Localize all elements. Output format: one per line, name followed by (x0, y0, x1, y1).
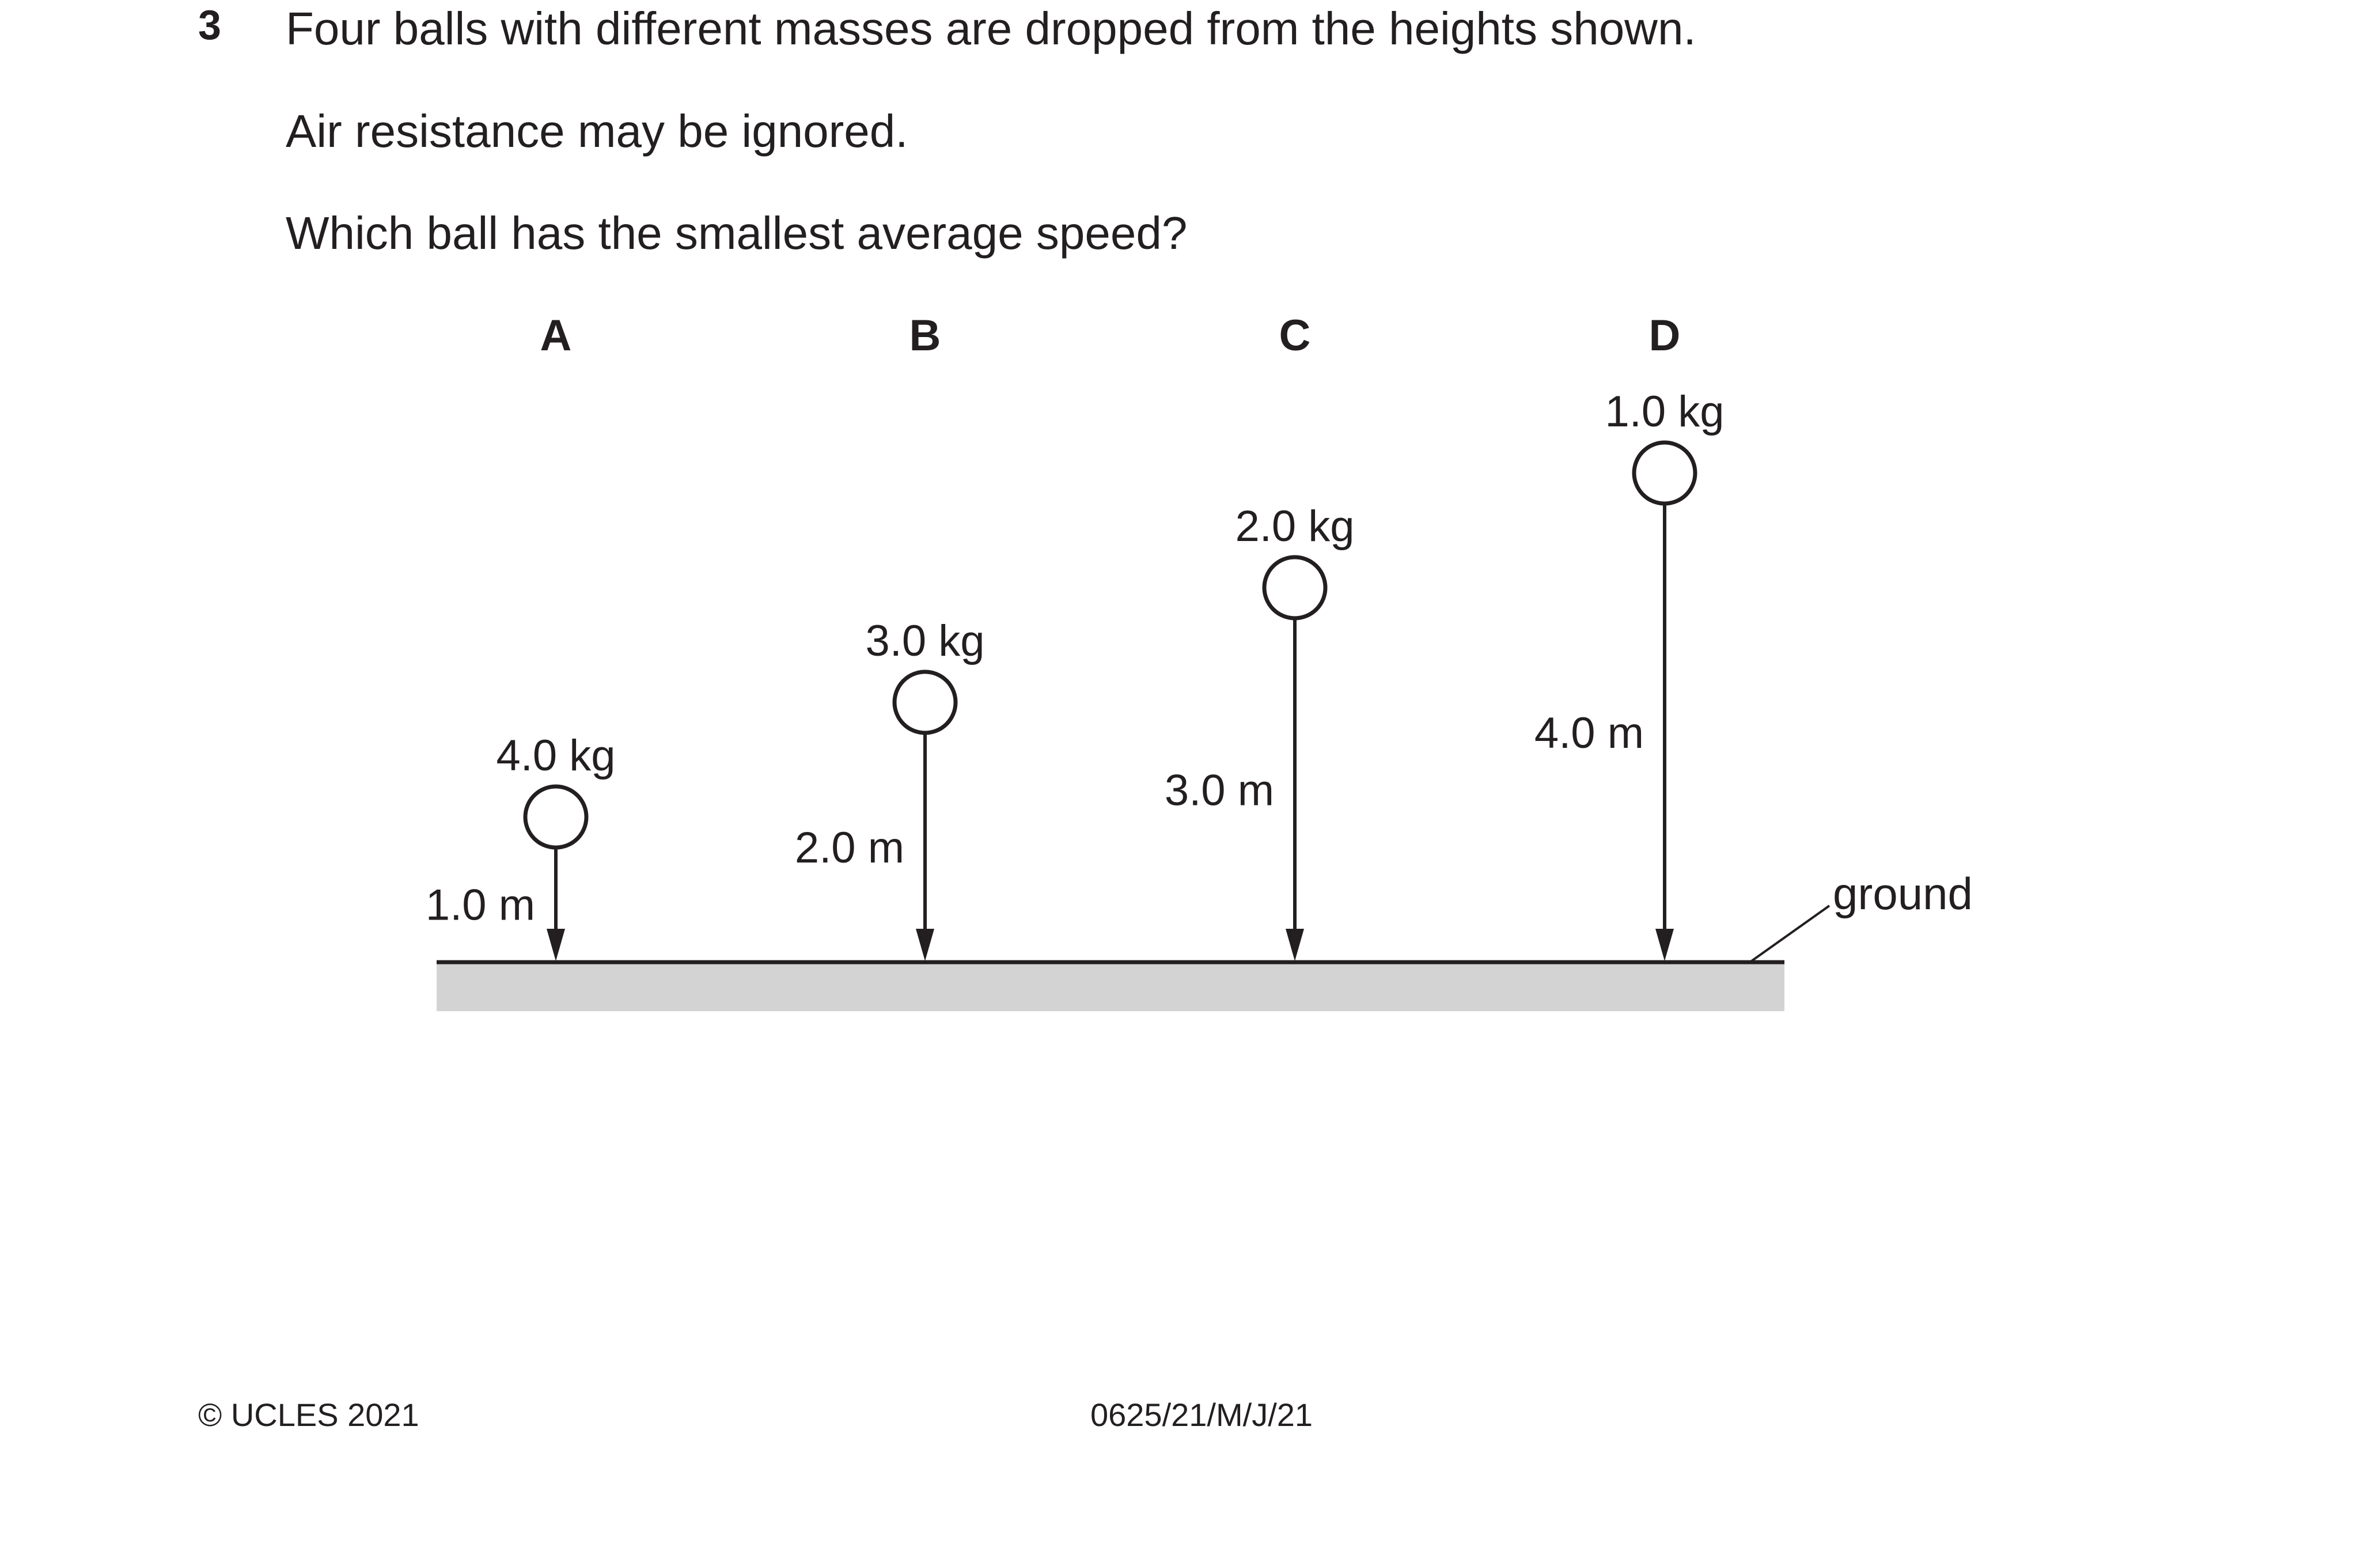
height-label-d: 4.0 m (1534, 709, 1644, 758)
mass-label-a: 4.0 kg (496, 731, 615, 780)
arrowhead-c (1286, 929, 1304, 961)
option-label-d: D (1649, 311, 1681, 360)
ball-d (1632, 440, 1697, 506)
ground-surface (437, 962, 1784, 1011)
arrowhead-b (916, 929, 934, 961)
ball-b (892, 669, 958, 735)
arrowhead-d (1655, 929, 1674, 961)
height-label-b: 2.0 m (795, 823, 904, 872)
ball-a (523, 784, 589, 850)
paper-code: 0625/21/M/J/21 (1090, 1397, 1313, 1433)
question-number: 3 (198, 2, 222, 48)
mass-label-b: 3.0 kg (865, 616, 984, 665)
copyright-notice: © UCLES 2021 (198, 1397, 419, 1433)
question-prompt: Which ball has the smallest average spee… (286, 207, 1188, 259)
ball-b-group: B 3.0 kg 2.0 m (795, 311, 985, 961)
height-label-a: 1.0 m (426, 881, 535, 930)
ball-d-group: D 1.0 kg 4.0 m (1534, 311, 1725, 961)
height-label-c: 3.0 m (1165, 766, 1274, 815)
ball-c-group: C 2.0 kg 3.0 m (1165, 311, 1355, 961)
ball-c (1262, 555, 1328, 621)
mass-label-c: 2.0 kg (1235, 502, 1354, 551)
option-label-b: B (909, 311, 941, 360)
question-stem: Four balls with different masses are dro… (286, 3, 1696, 54)
question-instruction: Air resistance may be ignored. (286, 105, 908, 157)
ground-label-leader (1749, 905, 1831, 963)
arrowhead-a (547, 929, 565, 961)
ball-a-group: A 4.0 kg 1.0 m (426, 311, 616, 961)
mass-label-d: 1.0 kg (1605, 387, 1724, 436)
ground-label: ground (1833, 868, 1973, 919)
option-label-c: C (1279, 311, 1311, 360)
option-label-a: A (540, 311, 572, 360)
